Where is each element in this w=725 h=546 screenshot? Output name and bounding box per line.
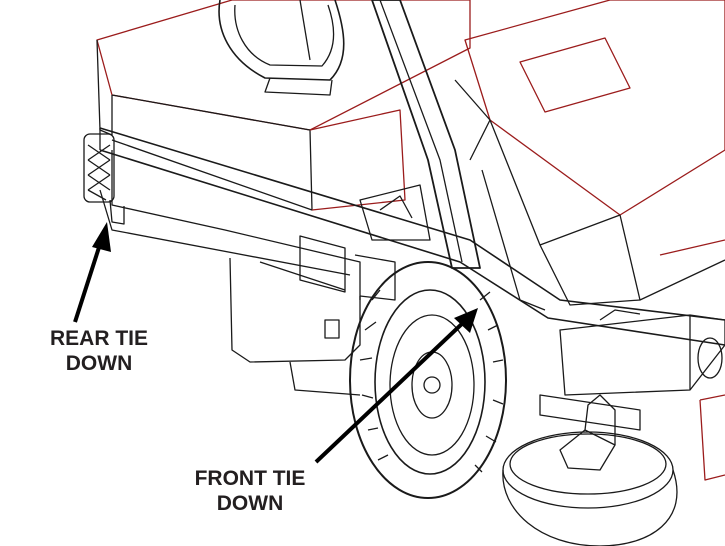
rear-tie-down-label: REAR TIE DOWN xyxy=(14,326,184,376)
rear-tie-down-arrow xyxy=(73,222,111,323)
right-body-panel xyxy=(659,239,725,481)
frame-rail xyxy=(99,127,725,346)
front-wheel xyxy=(349,261,507,499)
rear-tie-down-label-line1: REAR TIE xyxy=(49,327,148,350)
rear-tie-down-label-line2: DOWN xyxy=(65,352,133,375)
front-tie-down-label: FRONT TIE DOWN xyxy=(150,466,350,516)
side-brush xyxy=(502,394,678,546)
front-bumper xyxy=(559,309,725,396)
front-tie-down-arrow xyxy=(314,308,478,464)
front-hopper-cover xyxy=(454,0,725,311)
front-tie-down-label-line2: DOWN xyxy=(216,492,284,515)
rear-bumper-grip xyxy=(83,133,125,225)
steering-column xyxy=(359,0,481,269)
side-skirt xyxy=(229,257,361,396)
front-tie-down-label-line1: FRONT TIE xyxy=(194,467,306,490)
rear-hood xyxy=(96,0,471,211)
operator-seat xyxy=(218,0,345,96)
